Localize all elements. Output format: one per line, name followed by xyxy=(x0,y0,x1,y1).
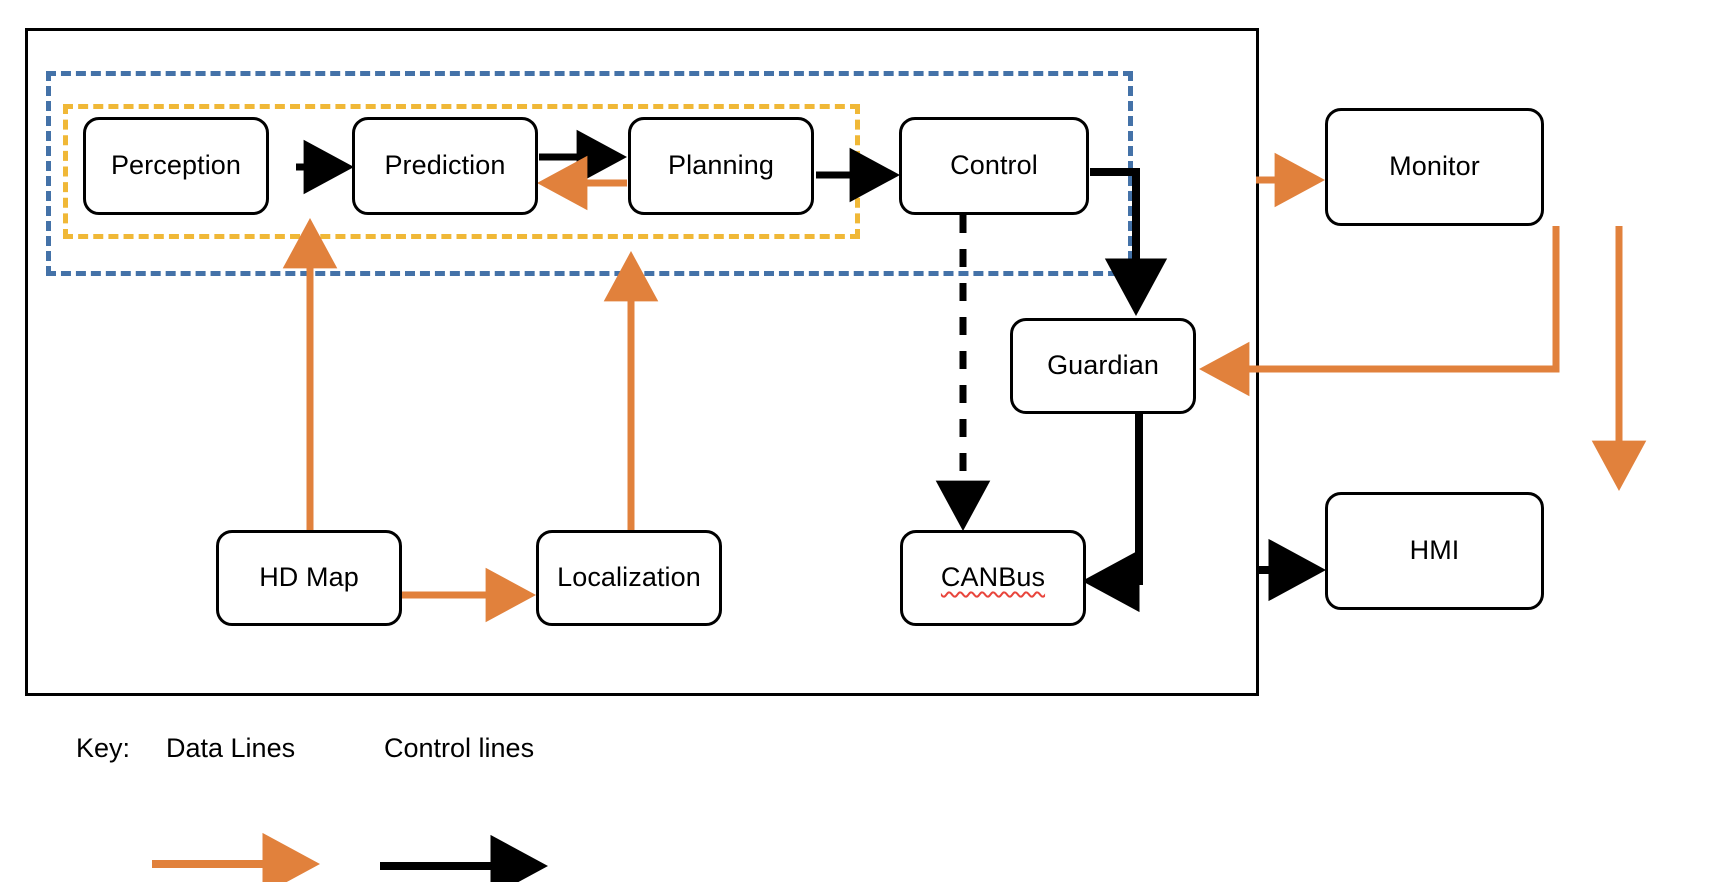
node-perception-label: Perception xyxy=(110,150,242,181)
node-localization-label: Localization xyxy=(557,562,701,593)
node-control[interactable]: Control xyxy=(899,117,1089,215)
node-hmi-label: HMI xyxy=(1409,535,1460,566)
node-guardian[interactable]: Guardian xyxy=(1010,318,1196,414)
node-planning[interactable]: Planning xyxy=(628,117,814,215)
legend-control-lines-label: Control lines xyxy=(384,733,535,763)
legend-key-label: Key: xyxy=(76,733,131,763)
node-monitor[interactable]: Monitor xyxy=(1325,108,1544,226)
node-canbus-label: CANBus xyxy=(940,562,1046,593)
node-localization[interactable]: Localization xyxy=(536,530,722,626)
node-prediction-label: Prediction xyxy=(384,150,506,181)
node-control-label: Control xyxy=(950,150,1038,181)
node-perception[interactable]: Perception xyxy=(83,117,269,215)
node-prediction[interactable]: Prediction xyxy=(352,117,538,215)
node-monitor-label: Monitor xyxy=(1389,151,1480,182)
node-hmi[interactable]: HMI xyxy=(1325,492,1544,610)
node-hd-map[interactable]: HD Map xyxy=(216,530,402,626)
node-canbus[interactable]: CANBus xyxy=(900,530,1086,626)
node-hd-map-label: HD Map xyxy=(259,562,359,593)
node-guardian-label: Guardian xyxy=(1047,350,1159,381)
legend-data-lines-label: Data Lines xyxy=(166,733,296,763)
node-planning-label: Planning xyxy=(668,150,774,181)
